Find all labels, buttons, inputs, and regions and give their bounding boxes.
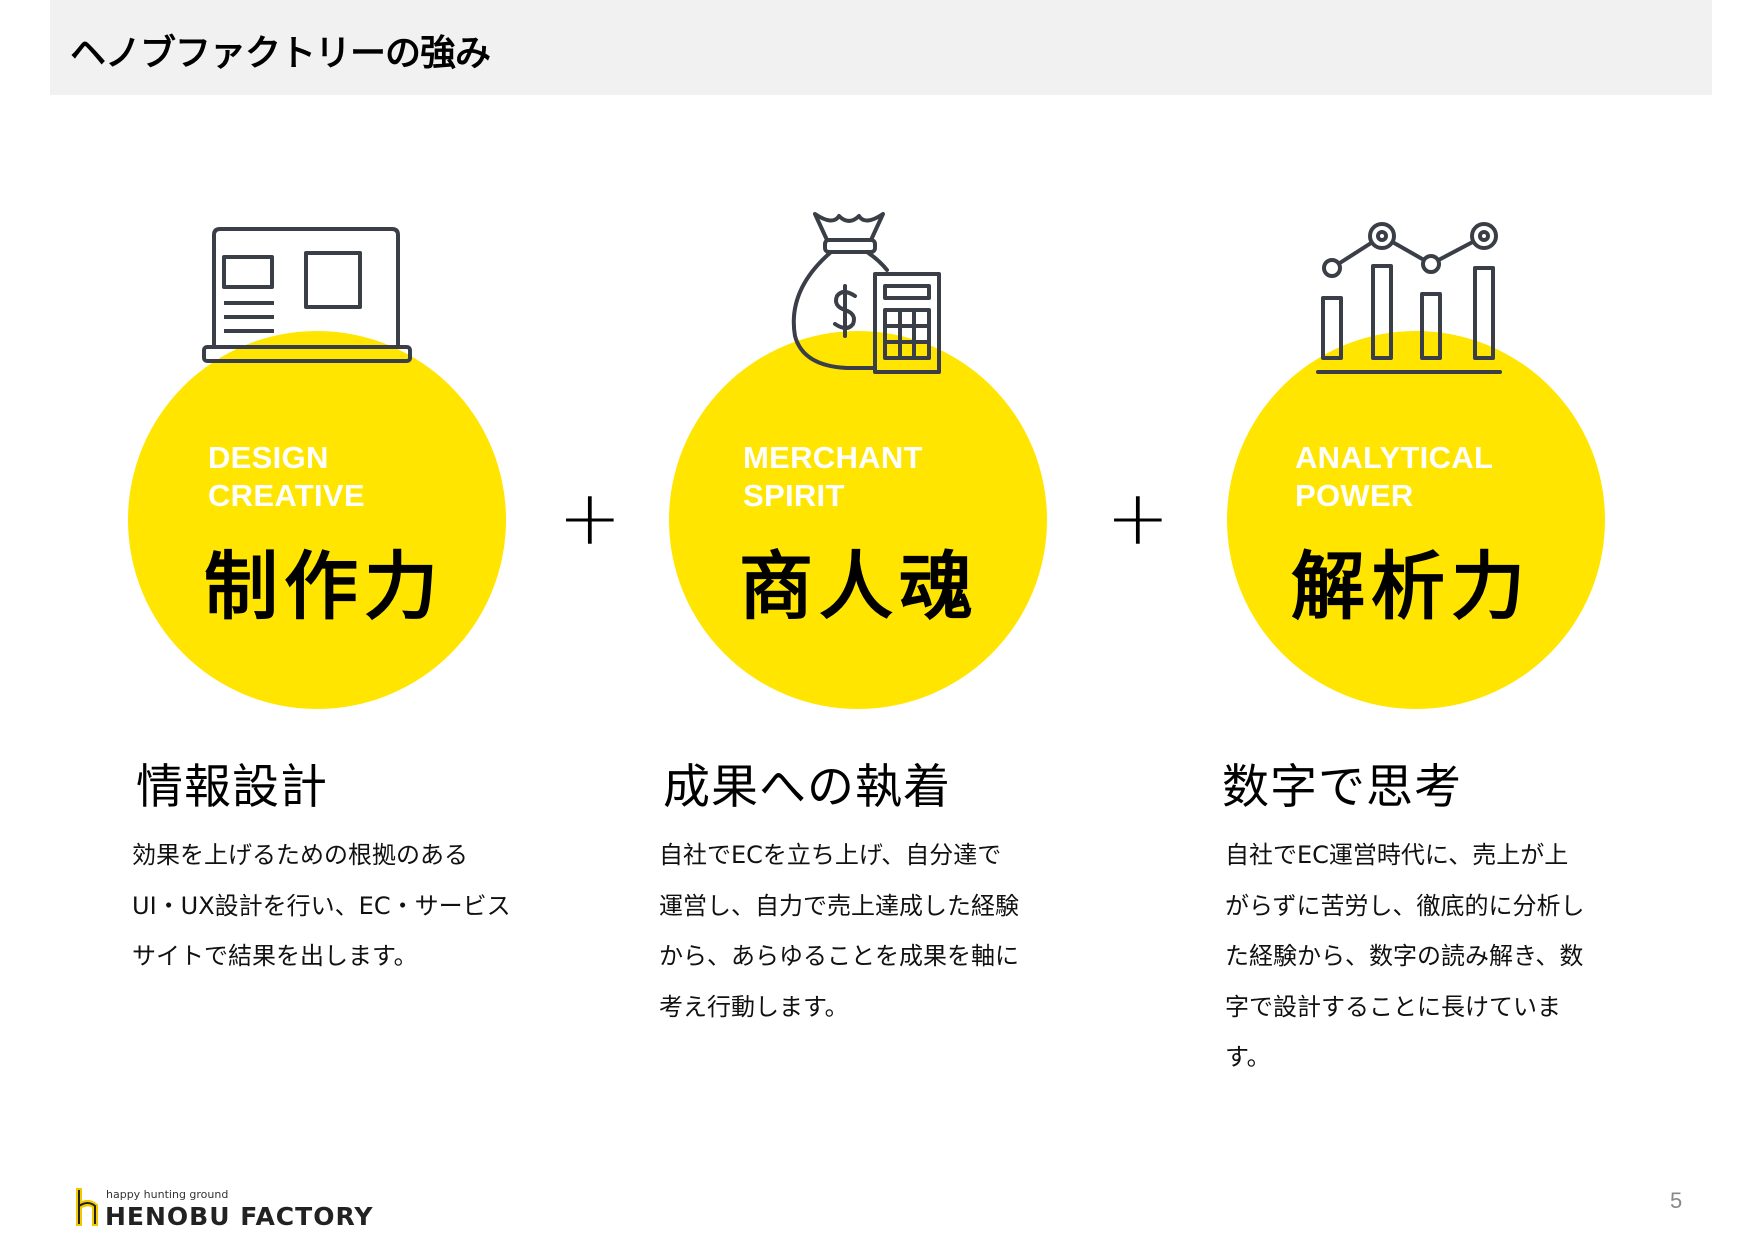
strength-heading: 成果への執着 bbox=[663, 760, 951, 815]
en-label: MERCHANT SPIRIT bbox=[743, 440, 923, 513]
pillar-merchant: MERCHANT SPIRIT 商人魂 成果への執着 自社でECを立ち上げ、自分… bbox=[655, 0, 1215, 1240]
logo-tagline: happy hunting ground bbox=[106, 1188, 229, 1201]
strength-heading: 情報設計 bbox=[136, 760, 328, 815]
plus-operator: + bbox=[1106, 473, 1170, 562]
header-bar bbox=[50, 0, 1712, 95]
pillar-analytical: ANALYTICAL POWER 解析力 数字で思考 自社でEC運営時代に、売上… bbox=[1215, 0, 1755, 1240]
strength-description: 効果を上げるための根拠のある UI・UX設計を行い、EC・サービス サイトで結果… bbox=[132, 841, 511, 970]
pillar-design: DESIGN CREATIVE 制作力 情報設計 効果を上げるための根拠のある … bbox=[120, 0, 680, 1240]
jp-label: 解析力 bbox=[1291, 544, 1531, 630]
jp-label: 制作力 bbox=[204, 544, 444, 630]
plus-operator: + bbox=[558, 473, 622, 562]
strength-heading: 数字で思考 bbox=[1222, 760, 1462, 815]
jp-label: 商人魂 bbox=[739, 544, 979, 630]
bar-line-chart-icon bbox=[1316, 222, 1502, 374]
money-bag-calculator-icon bbox=[791, 212, 941, 374]
laptop-icon bbox=[202, 227, 412, 363]
yellow-circle bbox=[128, 331, 506, 709]
company-logo: happy hunting ground HENOBU FACTORY bbox=[74, 1184, 374, 1232]
page-number: 5 bbox=[1670, 1188, 1683, 1213]
henobu-h-logo-icon bbox=[76, 1188, 98, 1226]
logo-name: HENOBU FACTORY bbox=[105, 1202, 374, 1231]
page-title: ヘノブファクトリーの強み bbox=[70, 33, 491, 74]
strength-description: 自社でEC運営時代に、売上が上 がらずに苦労し、徹底的に分析し た経験から、数字… bbox=[1225, 841, 1585, 1071]
yellow-circle bbox=[669, 331, 1047, 709]
yellow-circle bbox=[1227, 331, 1605, 709]
en-label: DESIGN CREATIVE bbox=[208, 440, 365, 513]
strength-description: 自社でECを立ち上げ、自分達で 運営し、自力で売上達成した経験 から、あらゆるこ… bbox=[659, 841, 1019, 1021]
en-label: ANALYTICAL POWER bbox=[1295, 440, 1494, 513]
